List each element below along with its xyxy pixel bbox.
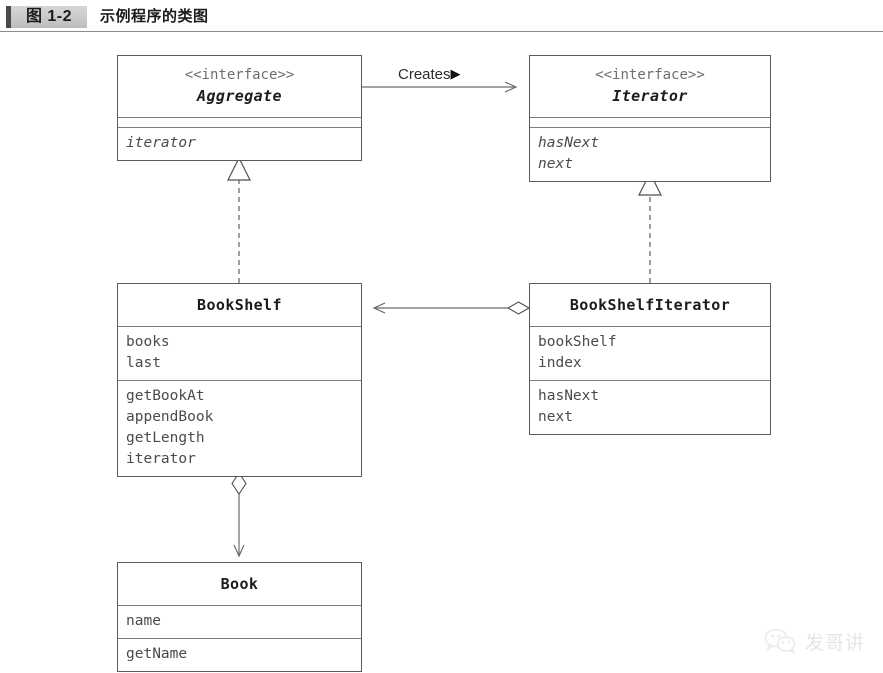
- edge-label-direction-marker: ▶: [450, 66, 461, 81]
- class-box-book[interactable]: Book name getName: [117, 562, 362, 672]
- class-box-iterator[interactable]: <<interface>> Iterator hasNext next: [529, 55, 771, 182]
- methods-compartment-bookshelfiterator: hasNext next: [530, 380, 770, 434]
- watermark-text: 发哥讲: [804, 632, 865, 654]
- attributes-compartment-bookshelf: books last: [118, 326, 361, 380]
- class-box-aggregate[interactable]: <<interface>> Aggregate iterator: [117, 55, 362, 161]
- class-name-aggregate: Aggregate: [197, 87, 282, 105]
- class-name-bookshelfiterator: BookShelfIterator: [569, 296, 731, 314]
- class-header-aggregate: <<interface>> Aggregate: [118, 56, 361, 117]
- attribute-item: name: [126, 613, 161, 629]
- methods-compartment-aggregate: iterator: [118, 127, 361, 160]
- class-box-bookshelf[interactable]: BookShelf books last getBookAt appendBoo…: [117, 283, 362, 477]
- edge-bookshelfiterator-implements-iterator: [638, 171, 662, 283]
- figure-title: 示例程序的类图: [100, 8, 209, 25]
- attributes-compartment-book: name: [118, 605, 361, 638]
- method-item: hasNext: [538, 135, 600, 151]
- diagram-edges: [227, 81, 662, 558]
- watermark: 发哥讲: [764, 627, 865, 655]
- edge-label-creates: Creates▶: [398, 66, 461, 83]
- methods-compartment-iterator: hasNext next: [530, 127, 770, 181]
- attribute-item: bookShelf: [538, 334, 617, 350]
- attribute-item: index: [538, 355, 582, 371]
- method-item: hasNext: [538, 388, 600, 404]
- method-item: getLength: [126, 430, 205, 446]
- class-header-iterator: <<interface>> Iterator: [530, 56, 770, 117]
- header-divider: [0, 31, 883, 32]
- class-header-bookshelf: BookShelf: [118, 284, 361, 326]
- edge-bookshelf-implements-aggregate: [227, 156, 251, 283]
- attributes-compartment-aggregate: [118, 117, 361, 127]
- methods-compartment-book: getName: [118, 638, 361, 671]
- uml-class-diagram: Creates▶ <<interface>> Aggregate iterato…: [0, 32, 883, 673]
- figure-number-tag: 图 1-2: [11, 6, 87, 28]
- attributes-compartment-iterator: [530, 117, 770, 127]
- wechat-icon: [764, 628, 796, 654]
- attribute-item: last: [126, 355, 161, 371]
- class-box-bookshelfiterator[interactable]: BookShelfIterator bookShelf index hasNex…: [529, 283, 771, 435]
- class-header-bookshelfiterator: BookShelfIterator: [530, 284, 770, 326]
- stereotype-label: <<interface>>: [595, 67, 705, 83]
- caption-accent-bar: [6, 6, 11, 28]
- method-item: iterator: [126, 135, 196, 151]
- attributes-compartment-bookshelfiterator: bookShelf index: [530, 326, 770, 380]
- class-name-book: Book: [220, 575, 259, 593]
- edge-bookshelfiterator-aggregates-bookshelf: [372, 301, 531, 315]
- class-header-book: Book: [118, 563, 361, 605]
- stereotype-label: <<interface>>: [184, 67, 295, 83]
- figure-header: 图 1-2 示例程序的类图: [0, 0, 883, 32]
- method-item: iterator: [126, 451, 196, 467]
- attribute-item: books: [126, 334, 170, 350]
- method-item: getName: [126, 646, 188, 662]
- class-name-bookshelf: BookShelf: [197, 296, 282, 314]
- methods-compartment-bookshelf: getBookAt appendBook getLength iterator: [118, 380, 361, 476]
- method-item: next: [538, 156, 573, 172]
- edge-bookshelf-aggregates-book: [231, 472, 247, 558]
- method-item: getBookAt: [126, 388, 205, 404]
- class-name-iterator: Iterator: [612, 87, 688, 105]
- method-item: next: [538, 409, 573, 425]
- method-item: appendBook: [126, 409, 214, 425]
- edge-label-creates-text: Creates: [398, 66, 451, 83]
